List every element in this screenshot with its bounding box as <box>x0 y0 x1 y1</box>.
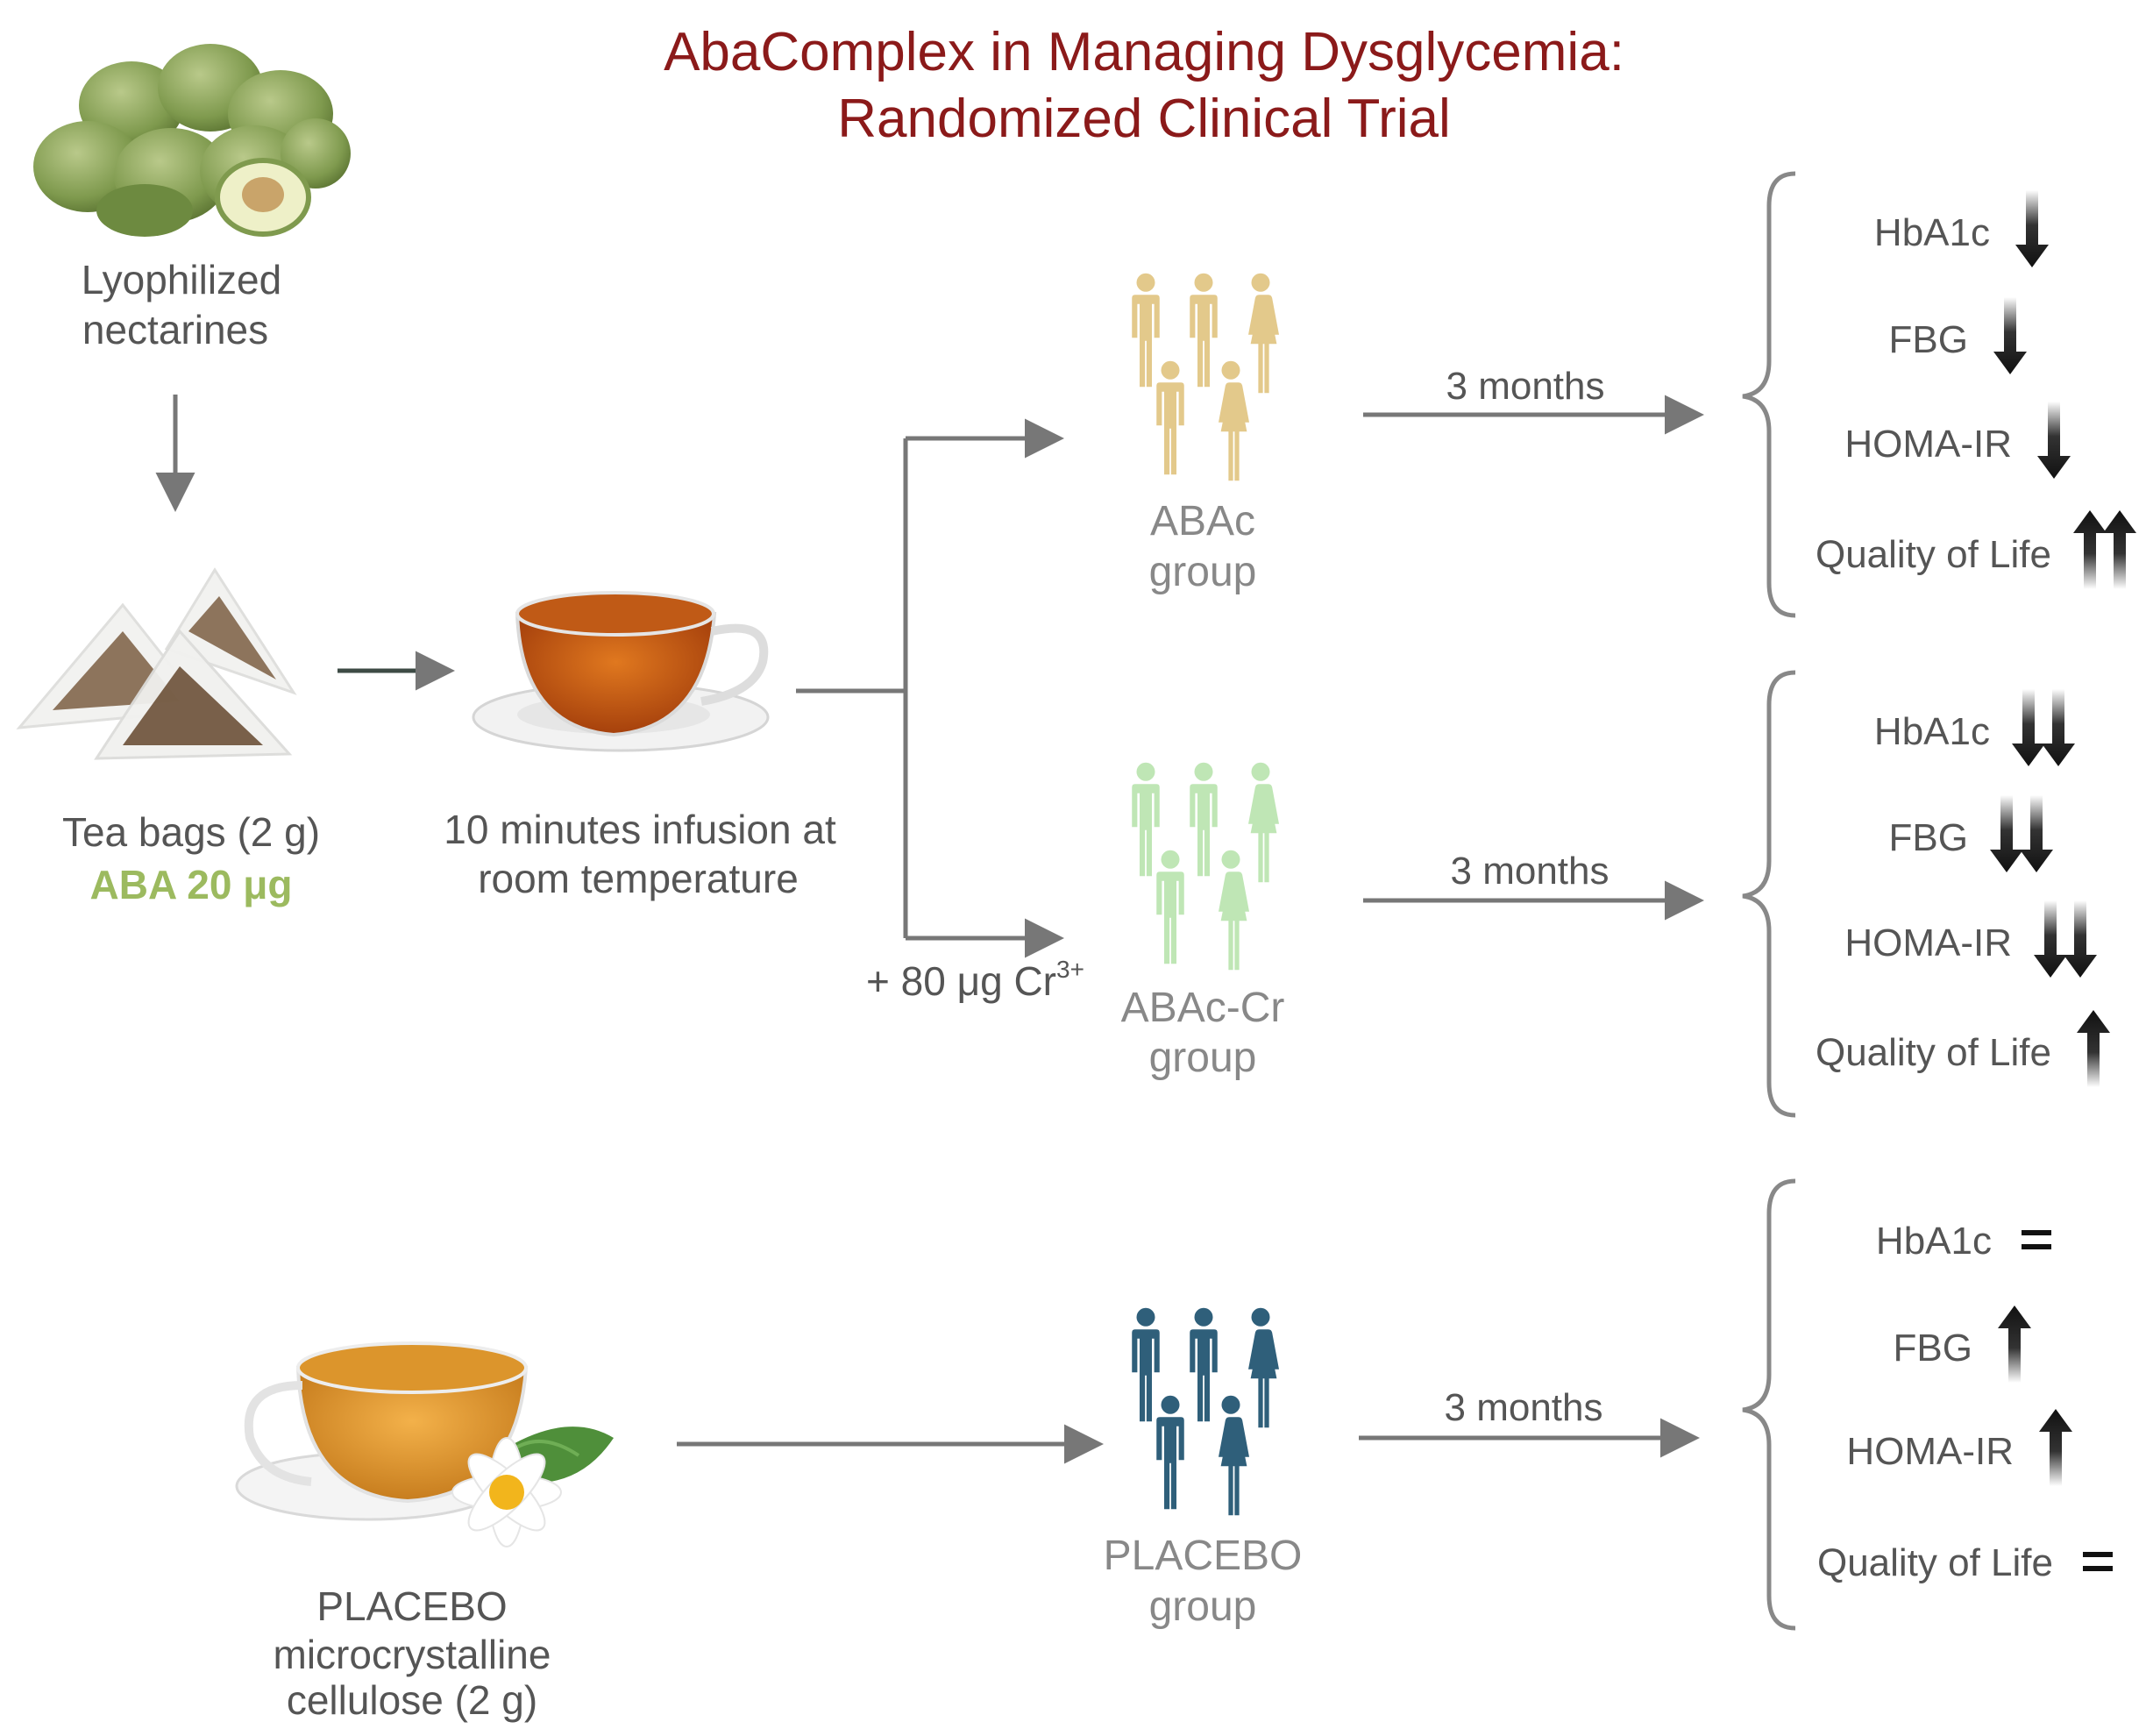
duration-label-abac-cr: 3 months <box>1451 850 1610 893</box>
arrow-down-icon <box>1990 795 2023 872</box>
person-male-icon <box>1156 850 1184 964</box>
arrow-up-icon <box>2103 510 2136 589</box>
tea-cup-illustration <box>472 591 770 752</box>
outcome-label: Quality of Life <box>1816 533 2051 576</box>
group-abac-cr-label-1: ABAc-Cr <box>1121 985 1285 1031</box>
equals-icon <box>2083 1552 2113 1571</box>
branch-connector <box>796 418 1064 958</box>
arrow-up-icon <box>2073 510 2107 589</box>
outcome-label: FBG <box>1894 1327 1972 1370</box>
nectarines-label-2: nectarines <box>82 307 268 352</box>
chamomile-tea-cup-illustration <box>235 1341 614 1547</box>
group-abac-cr-label-2: group <box>1149 1035 1257 1081</box>
infusion-label-1: 10 minutes infusion at <box>444 807 836 852</box>
duration-label-abac: 3 months <box>1446 365 1605 408</box>
outcome-label: HbA1c <box>1876 1220 1992 1263</box>
outcome-label: HbA1c <box>1874 211 1990 254</box>
group-placebo-label-1: PLACEBO <box>1104 1533 1303 1579</box>
person-female-icon <box>1219 850 1249 971</box>
arrow-down-icon <box>1993 297 2027 374</box>
duration-label-placebo: 3 months <box>1445 1386 1603 1429</box>
placebo-source-label-3: cellulose (2 g) <box>287 1677 537 1723</box>
person-female-icon <box>1248 273 1279 394</box>
outcome-label: FBG <box>1889 816 1968 859</box>
arrow-down-icon <box>2012 689 2045 766</box>
arrow-down-icon <box>2034 900 2067 978</box>
group-abac-label-1: ABAc <box>1150 498 1255 544</box>
equals-icon <box>2022 1230 2051 1249</box>
group-placebo-label-2: group <box>1149 1583 1257 1630</box>
person-female-icon <box>1248 762 1279 883</box>
arrow-down-icon <box>2064 900 2097 978</box>
person-male-icon <box>1132 762 1160 877</box>
arrow-down-icon <box>2037 402 2071 479</box>
teabags-label: Tea bags (2 g) <box>62 809 320 855</box>
person-male-icon <box>1156 360 1184 475</box>
outcome-label: FBG <box>1889 318 1968 361</box>
person-male-icon <box>1190 273 1218 388</box>
outcome-label: HOMA-IR <box>1844 921 2012 964</box>
nectarines-illustration <box>33 44 351 237</box>
nectarines-label-1: Lyophilized <box>82 257 281 302</box>
tea-bags-illustration <box>16 567 297 760</box>
placebo-source-label-2: microcrystalline <box>274 1632 551 1677</box>
person-male-icon <box>1156 1395 1184 1510</box>
outcome-label: HbA1c <box>1874 710 1990 753</box>
person-male-icon <box>1132 273 1160 388</box>
people-group-icon-placebo <box>1132 1307 1279 1516</box>
chromium-label: + 80 μg Cr3+ <box>866 956 1084 1004</box>
arrow-up-icon <box>2077 1010 2110 1087</box>
people-group-icon-abac <box>1132 273 1279 481</box>
placebo-source-label-1: PLACEBO <box>316 1583 507 1629</box>
outcome-braces <box>1742 171 1796 1631</box>
person-female-icon <box>1219 1395 1249 1516</box>
arrow-down-icon <box>2042 689 2075 766</box>
arrow-down-icon <box>2015 190 2049 267</box>
people-group-icon-abac-cr <box>1132 762 1279 971</box>
infusion-label-2: room temperature <box>478 856 799 901</box>
person-female-icon <box>1248 1307 1279 1428</box>
arrow-up-icon <box>2039 1409 2072 1486</box>
outcome-label: Quality of Life <box>1817 1541 2053 1584</box>
outcome-label: Quality of Life <box>1816 1031 2051 1074</box>
title-line-2: Randomized Clinical Trial <box>837 89 1451 149</box>
person-female-icon <box>1219 360 1249 481</box>
person-male-icon <box>1190 762 1218 877</box>
arrow-up-icon <box>1998 1306 2031 1383</box>
outcome-label: HOMA-IR <box>1844 423 2012 466</box>
arrow-down-icon <box>2020 795 2053 872</box>
title-line-1: AbaComplex in Managing Dysglycemia: <box>664 22 1624 82</box>
outcome-label: HOMA-IR <box>1846 1430 2014 1473</box>
person-male-icon <box>1190 1307 1218 1422</box>
group-abac-label-2: group <box>1149 549 1257 595</box>
aba-dose-label: ABA 20 μg <box>90 862 293 907</box>
person-male-icon <box>1132 1307 1160 1422</box>
